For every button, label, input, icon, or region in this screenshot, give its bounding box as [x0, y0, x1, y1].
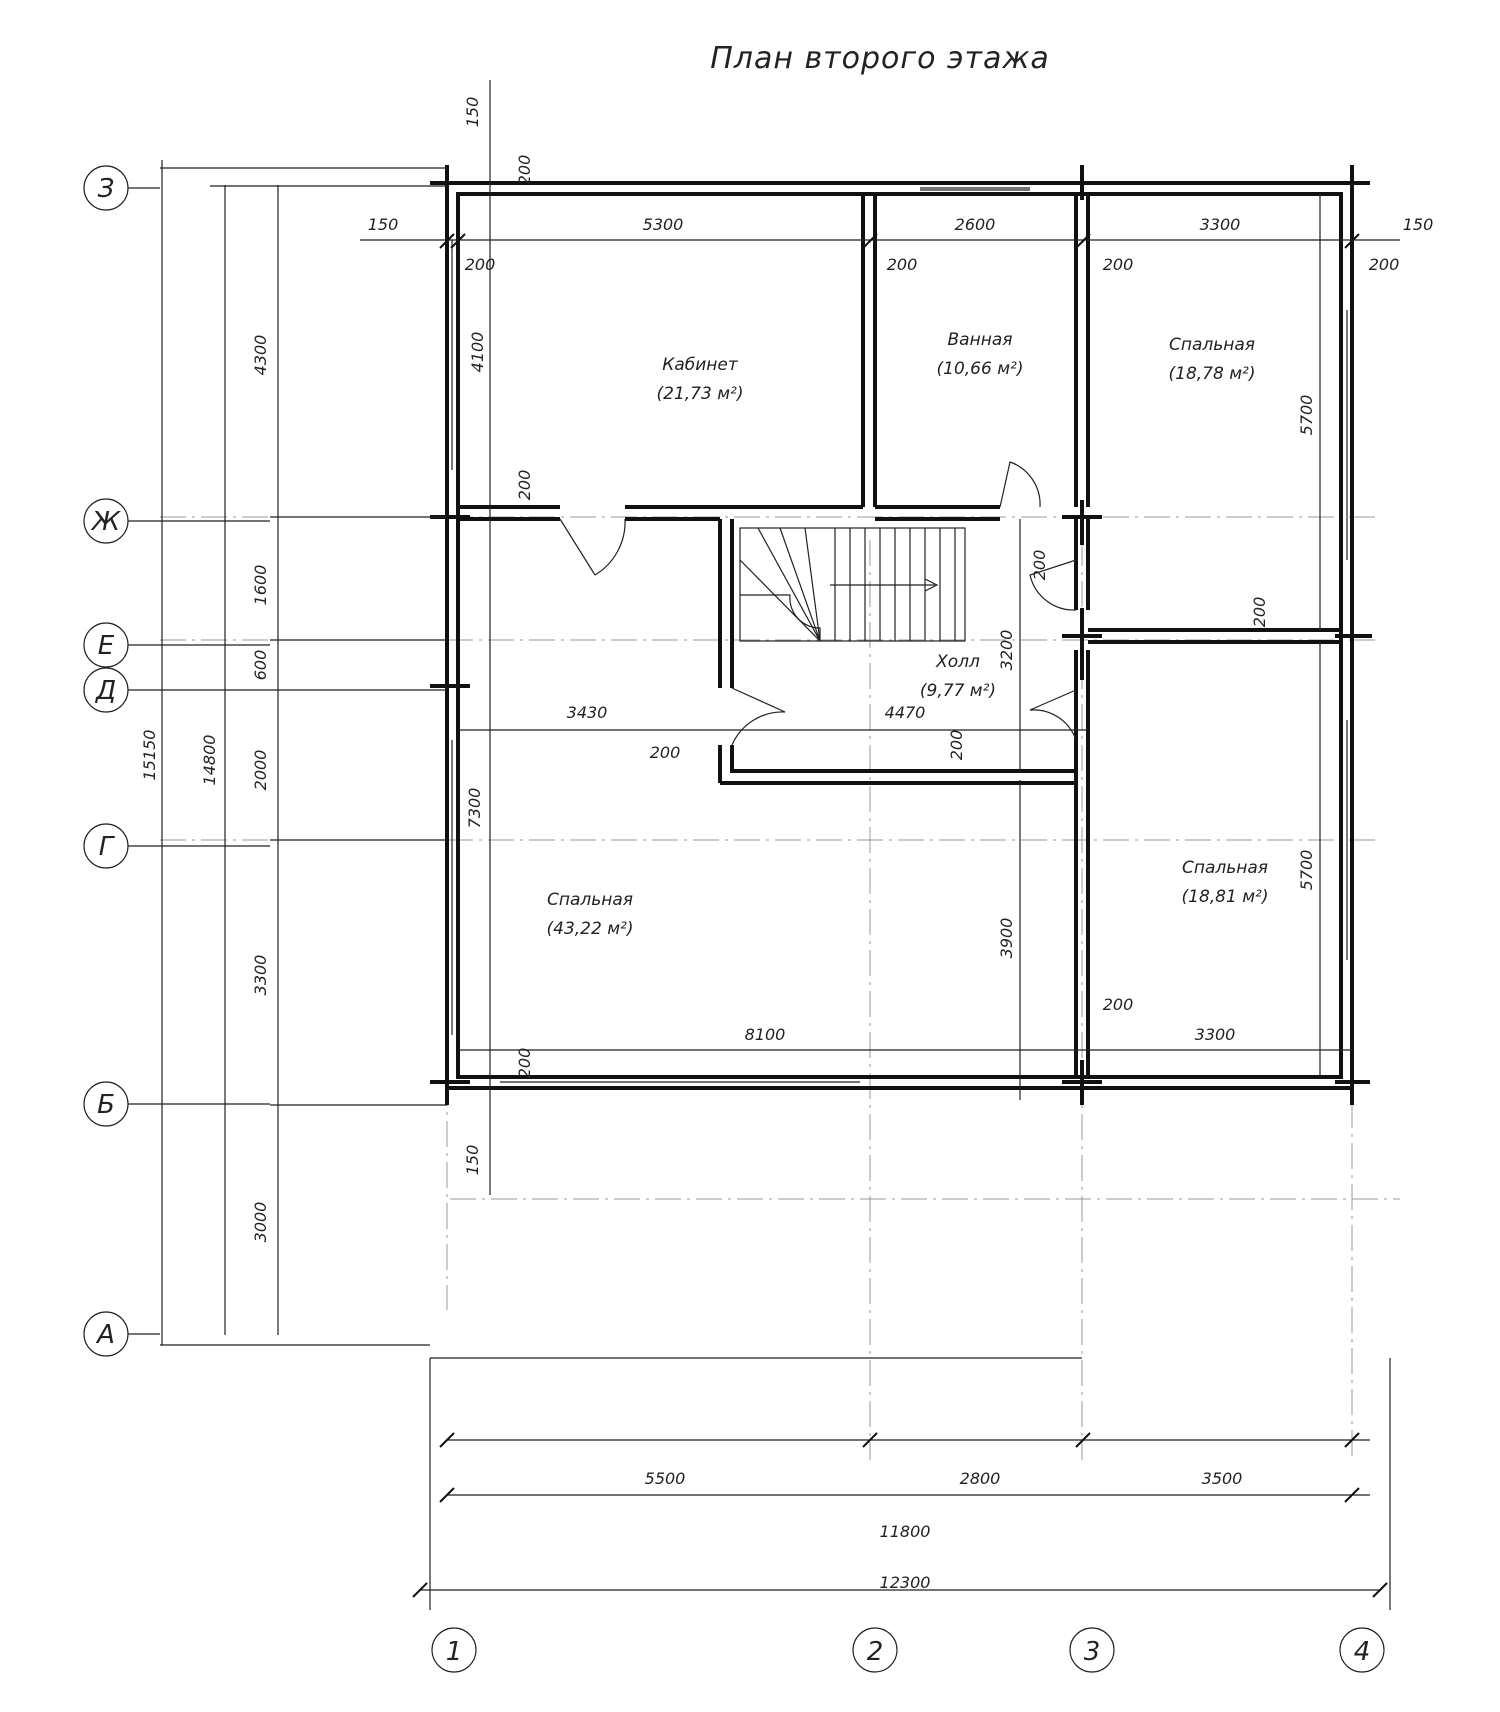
dim-text: 150 [368, 215, 399, 234]
room-name: Кабинет [662, 355, 739, 375]
dim-text: 200 [887, 255, 918, 274]
room-name: Спальная [1169, 335, 1255, 355]
room-area: (21,73 м²) [657, 384, 744, 404]
dim-text: 12300 [880, 1573, 931, 1592]
room-area: (10,66 м²) [937, 359, 1024, 379]
axis-label-zh: Ж [90, 507, 121, 537]
dim-text: 4300 [251, 335, 270, 376]
axis-label-e: Е [98, 631, 115, 661]
dim-text: 150 [463, 97, 482, 128]
dim-text: 5700 [1297, 850, 1316, 891]
dim-text: 14800 [200, 735, 219, 786]
axis-label-z: З [98, 174, 115, 204]
doors [559, 461, 1077, 746]
dim-text: 200 [947, 730, 966, 761]
dim-text: 8100 [745, 1025, 786, 1044]
dim-text: 200 [1369, 255, 1400, 274]
dimension-texts: 150 200 150 5300 2600 3300 150 200 200 2… [140, 97, 1433, 1592]
dim-text: 200 [1103, 995, 1134, 1014]
dim-text: 3300 [1200, 215, 1241, 234]
dim-text: 11800 [880, 1522, 931, 1541]
room-name: Холл [935, 652, 980, 672]
dim-text: 600 [251, 650, 270, 681]
dim-text: 3900 [997, 918, 1016, 959]
dim-text: 200 [650, 743, 681, 762]
axis-label-a: А [95, 1320, 115, 1350]
axis-label-1: 1 [446, 1637, 463, 1667]
dim-text: 5300 [643, 215, 684, 234]
axis-label-4: 4 [1354, 1637, 1371, 1667]
axis-label-d: Д [95, 676, 116, 706]
dimension-lines [160, 80, 1400, 1610]
dim-text: 1600 [251, 565, 270, 606]
room-area: (43,22 м²) [547, 919, 634, 939]
dim-text: 150 [463, 1145, 482, 1176]
dim-text: 150 [1403, 215, 1434, 234]
axis-label-g: Г [99, 832, 116, 862]
dim-text: 200 [1030, 550, 1049, 581]
dim-text: 200 [515, 1048, 534, 1079]
axis-label-2: 2 [867, 1637, 884, 1667]
dim-text: 200 [515, 470, 534, 501]
room-name: Спальная [1182, 858, 1268, 878]
dim-text: 3500 [1202, 1469, 1243, 1488]
dimension-ticks [412, 233, 1388, 1598]
dim-text: 15150 [140, 730, 159, 781]
dim-text: 4470 [885, 703, 926, 722]
staircase [739, 527, 966, 642]
dim-text: 3300 [1195, 1025, 1236, 1044]
log-corners [430, 165, 1372, 1105]
dim-text: 5500 [645, 1469, 686, 1488]
room-area: (18,78 м²) [1169, 364, 1256, 384]
dim-text: 4100 [468, 332, 487, 373]
dim-text: 5700 [1297, 395, 1316, 436]
axis-label-b: Б [97, 1090, 115, 1120]
dim-text: 7300 [465, 788, 484, 829]
dim-text: 200 [1103, 255, 1134, 274]
plan-title: План второго этажа [710, 41, 1050, 76]
dim-text: 3300 [251, 955, 270, 996]
letter-axes: З Ж Е Д Г Б А [83, 165, 270, 1357]
dim-text: 2800 [960, 1469, 1001, 1488]
dim-text: 2600 [955, 215, 996, 234]
room-labels: Кабинет (21,73 м²) Ванная (10,66 м²) Спа… [547, 330, 1269, 939]
dim-text: 200 [515, 155, 534, 186]
dim-text: 3430 [567, 703, 608, 722]
dim-text: 3000 [251, 1202, 270, 1243]
interior-walls [458, 194, 1341, 1077]
dim-text: 3200 [997, 630, 1016, 671]
dim-text: 200 [465, 255, 496, 274]
room-area: (18,81 м²) [1182, 887, 1269, 907]
room-name: Ванная [948, 330, 1013, 350]
windows [451, 187, 1348, 1083]
number-axes: 1 2 3 4 [431, 1627, 1385, 1673]
dim-text: 2000 [251, 750, 270, 791]
axis-label-3: 3 [1084, 1637, 1101, 1667]
room-name: Спальная [547, 890, 633, 910]
outer-walls [445, 181, 1354, 1090]
room-area: (9,77 м²) [920, 681, 996, 701]
axis-lines [160, 200, 1400, 1460]
dim-text: 200 [1250, 597, 1269, 628]
